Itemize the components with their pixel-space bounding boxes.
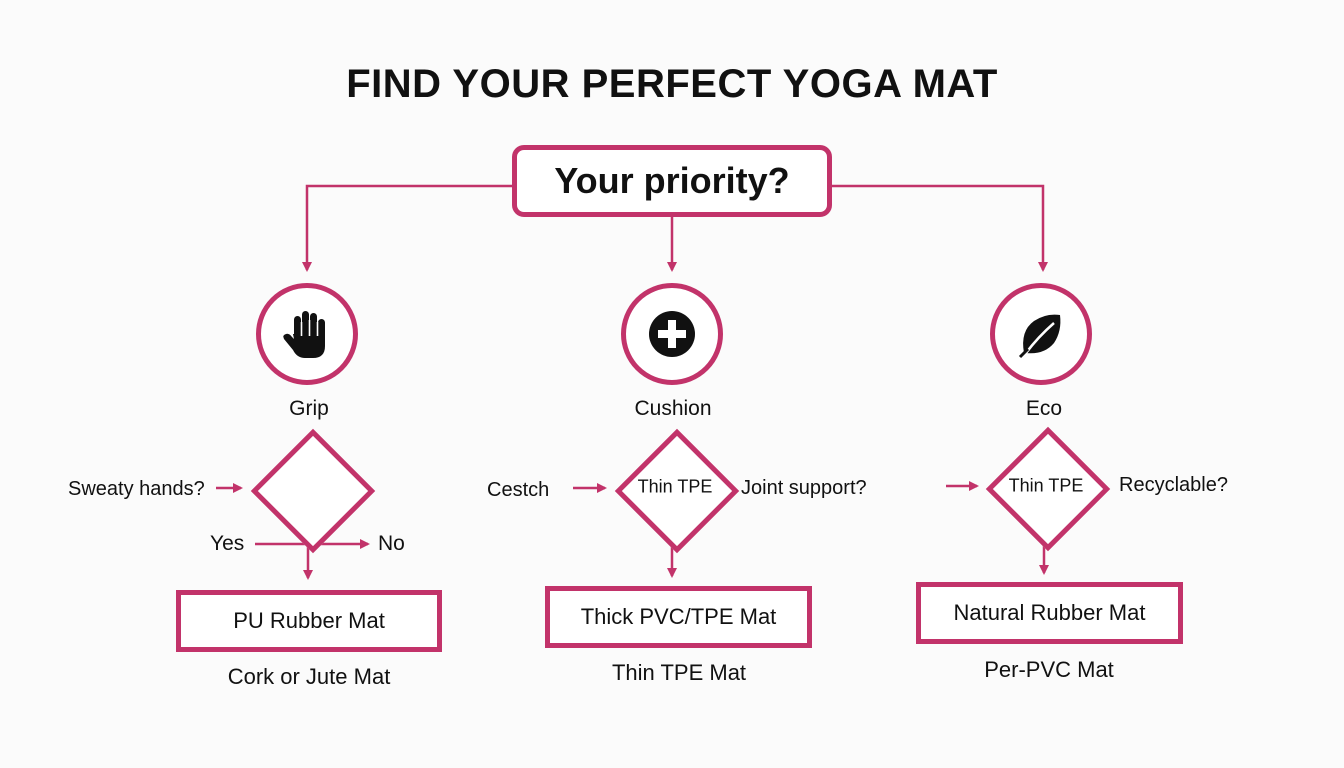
priority-question-text: Your priority? <box>554 160 790 201</box>
leaf-icon <box>1018 314 1061 359</box>
alt-result-cork-jute: Cork or Jute Mat <box>227 664 391 689</box>
plus-circle-icon <box>649 311 695 357</box>
result-pu-rubber-mat: PU Rubber Mat <box>233 608 385 633</box>
connector-root-to-grip <box>302 184 512 272</box>
branch-label-cushion: Cushion <box>634 397 712 420</box>
connector-root-to-eco <box>827 184 1048 272</box>
page-title: FIND YOUR PERFECT YOGA MAT <box>346 62 998 106</box>
result-box-grip: PU Rubber Mat <box>176 590 442 652</box>
branch-label-grip: Grip <box>289 397 329 420</box>
eco-diamond-text: Thin TPE <box>1008 475 1084 496</box>
result-box-cushion: Thick PVC/TPE Mat <box>545 586 812 648</box>
label-yes: Yes <box>210 532 245 555</box>
question-recyclable: Recyclable? <box>1119 474 1228 496</box>
alt-result-per-pvc: Per-PVC Mat <box>984 657 1114 682</box>
result-thick-pvc-tpe-mat: Thick PVC/TPE Mat <box>580 604 777 629</box>
question-cestch: Cestch <box>487 479 550 501</box>
cushion-diamond-text: Thin TPE <box>637 476 713 497</box>
label-no: No <box>378 532 405 555</box>
result-natural-rubber-mat: Natural Rubber Mat <box>953 600 1146 625</box>
question-sweaty-hands: Sweaty hands? <box>68 478 205 500</box>
cushion-circle <box>621 283 723 385</box>
grip-circle <box>256 283 358 385</box>
alt-result-thin-tpe: Thin TPE Mat <box>611 660 747 685</box>
question-joint-support: Joint support? <box>741 477 867 499</box>
priority-question-box: Your priority? <box>512 145 832 217</box>
hand-icon <box>283 311 325 358</box>
eco-circle <box>990 283 1092 385</box>
result-box-eco: Natural Rubber Mat <box>916 582 1183 644</box>
branch-label-eco: Eco <box>1025 397 1063 420</box>
